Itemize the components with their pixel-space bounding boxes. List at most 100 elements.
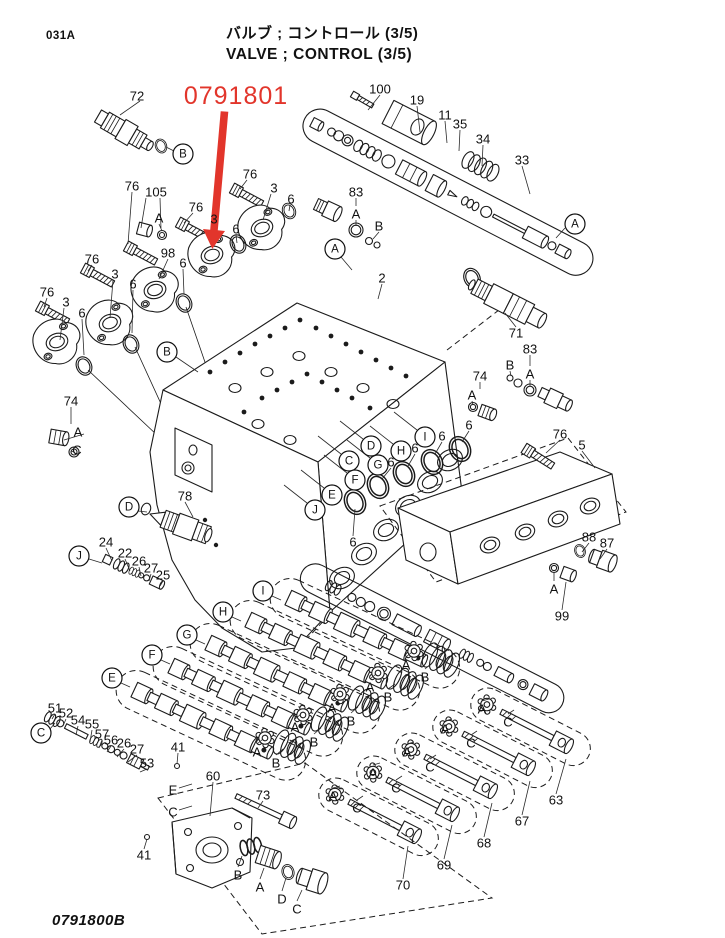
- letter-callout-A: A: [155, 211, 164, 226]
- letter-callout-A: A: [441, 722, 450, 737]
- circled-callout-I: [414, 426, 436, 448]
- circled-callout-J: [68, 545, 90, 567]
- circled-callout-label-I: I: [261, 586, 264, 598]
- part-number-6: 6: [78, 306, 85, 321]
- letter-callout-A: A: [253, 745, 262, 760]
- circled-callout-label-J: J: [76, 551, 82, 563]
- part-number-68: 68: [477, 836, 491, 851]
- part-number-6: 6: [411, 441, 418, 456]
- part-number-3: 3: [270, 181, 277, 196]
- circled-callout-label-D: D: [367, 441, 375, 453]
- circled-callout-label-G: G: [183, 630, 192, 642]
- valve-19: [381, 99, 437, 146]
- circled-callout-label-E: E: [328, 490, 336, 502]
- part-number-74: 74: [473, 369, 487, 384]
- part-number-53: 53: [140, 756, 154, 771]
- circled-callout-F: [344, 469, 366, 491]
- part-number-98: 98: [161, 246, 175, 261]
- part-number-73: 73: [256, 788, 270, 803]
- letter-callout-A: A: [352, 207, 361, 222]
- part-number-54: 54: [71, 713, 85, 728]
- part-number-57: 57: [95, 727, 109, 742]
- top-face-bores: [228, 350, 400, 446]
- circled-callout-E: [101, 667, 123, 689]
- letter-callout-A: A: [256, 880, 265, 895]
- circled-callout-C: [338, 450, 360, 472]
- circled-callout-I: [252, 580, 274, 602]
- part-number-35: 35: [453, 117, 467, 132]
- circled-callout-F: [141, 644, 163, 666]
- part-number-55: 55: [85, 717, 99, 732]
- part-number-6: 6: [129, 277, 136, 292]
- circled-callout-label-D: D: [125, 502, 133, 514]
- part-number-74: 74: [64, 394, 78, 409]
- letter-callout-A: A: [74, 425, 83, 440]
- letter-callout-A: A: [366, 680, 375, 695]
- part-number-41: 41: [137, 848, 151, 863]
- part-number-27: 27: [144, 561, 158, 576]
- part-number-76: 76: [189, 200, 203, 215]
- letter-callout-A: A: [478, 702, 487, 717]
- circled-callout-label-F: F: [148, 650, 155, 662]
- letter-callout-E: E: [169, 783, 178, 798]
- part-number-6: 6: [387, 455, 394, 470]
- circled-callout-B: [172, 143, 194, 165]
- part-number-60: 60: [206, 769, 220, 784]
- part-number-76: 76: [553, 427, 567, 442]
- letter-callout-A: A: [291, 720, 300, 735]
- letter-callout-A: A: [468, 388, 477, 403]
- part-number-51: 51: [48, 701, 62, 716]
- bolt-100: [349, 90, 375, 109]
- letter-callout-A: A: [402, 658, 411, 673]
- circled-callout-G: [176, 624, 198, 646]
- part-number-33: 33: [515, 153, 529, 168]
- letter-callout-B: B: [375, 219, 384, 234]
- circled-callout-label-A: A: [331, 244, 339, 256]
- part-number-19: 19: [410, 93, 424, 108]
- part-number-87: 87: [600, 536, 614, 551]
- part-number-41: 41: [171, 740, 185, 755]
- circled-callout-label-G: G: [374, 460, 383, 472]
- part-number-27: 27: [130, 742, 144, 757]
- page-title-japanese: バルブ ; コントロール (3/5): [226, 25, 419, 42]
- bolt-holes: [207, 317, 409, 415]
- part-number-6: 6: [438, 429, 445, 444]
- letter-callout-B: B: [421, 670, 430, 685]
- circled-callout-label-B: B: [179, 149, 187, 161]
- block-60-assembly: [143, 762, 494, 935]
- circled-callout-J: [304, 499, 326, 521]
- circled-callout-label-C: C: [37, 728, 45, 740]
- part-number-24: 24: [99, 535, 113, 550]
- part-number-100: 100: [369, 82, 391, 97]
- part-number-26: 26: [132, 554, 146, 569]
- part-number-6: 6: [232, 222, 239, 237]
- letter-callout-C: C: [466, 736, 475, 751]
- part-number-99: 99: [555, 609, 569, 624]
- part-number-83: 83: [523, 342, 537, 357]
- letter-callout-B: B: [506, 358, 515, 373]
- circled-callout-B: [156, 341, 178, 363]
- circled-callout-H: [390, 440, 412, 462]
- part-number-3: 3: [210, 212, 217, 227]
- circled-callout-A: [324, 238, 346, 260]
- letter-callout-C: C: [391, 781, 400, 796]
- part-number-26: 26: [117, 736, 131, 751]
- relief-valve-72: [93, 109, 170, 156]
- part-number-3: 3: [62, 295, 69, 310]
- letter-callout-C: C: [503, 715, 512, 730]
- letter-callout-C: C: [352, 801, 361, 816]
- part-number-76: 76: [40, 285, 54, 300]
- letter-callout-A: A: [550, 582, 559, 597]
- part-number-56: 56: [104, 733, 118, 748]
- page-code: 031A: [46, 30, 76, 42]
- letter-callout-A: A: [526, 367, 535, 382]
- pilot-valve-78: [101, 502, 213, 590]
- cartridge-capsule-assembly: [302, 90, 594, 276]
- letter-callout-C: C: [292, 902, 301, 917]
- part-number-72: 72: [130, 89, 144, 104]
- flange-group: [26, 182, 299, 458]
- letter-callout-A: A: [329, 789, 338, 804]
